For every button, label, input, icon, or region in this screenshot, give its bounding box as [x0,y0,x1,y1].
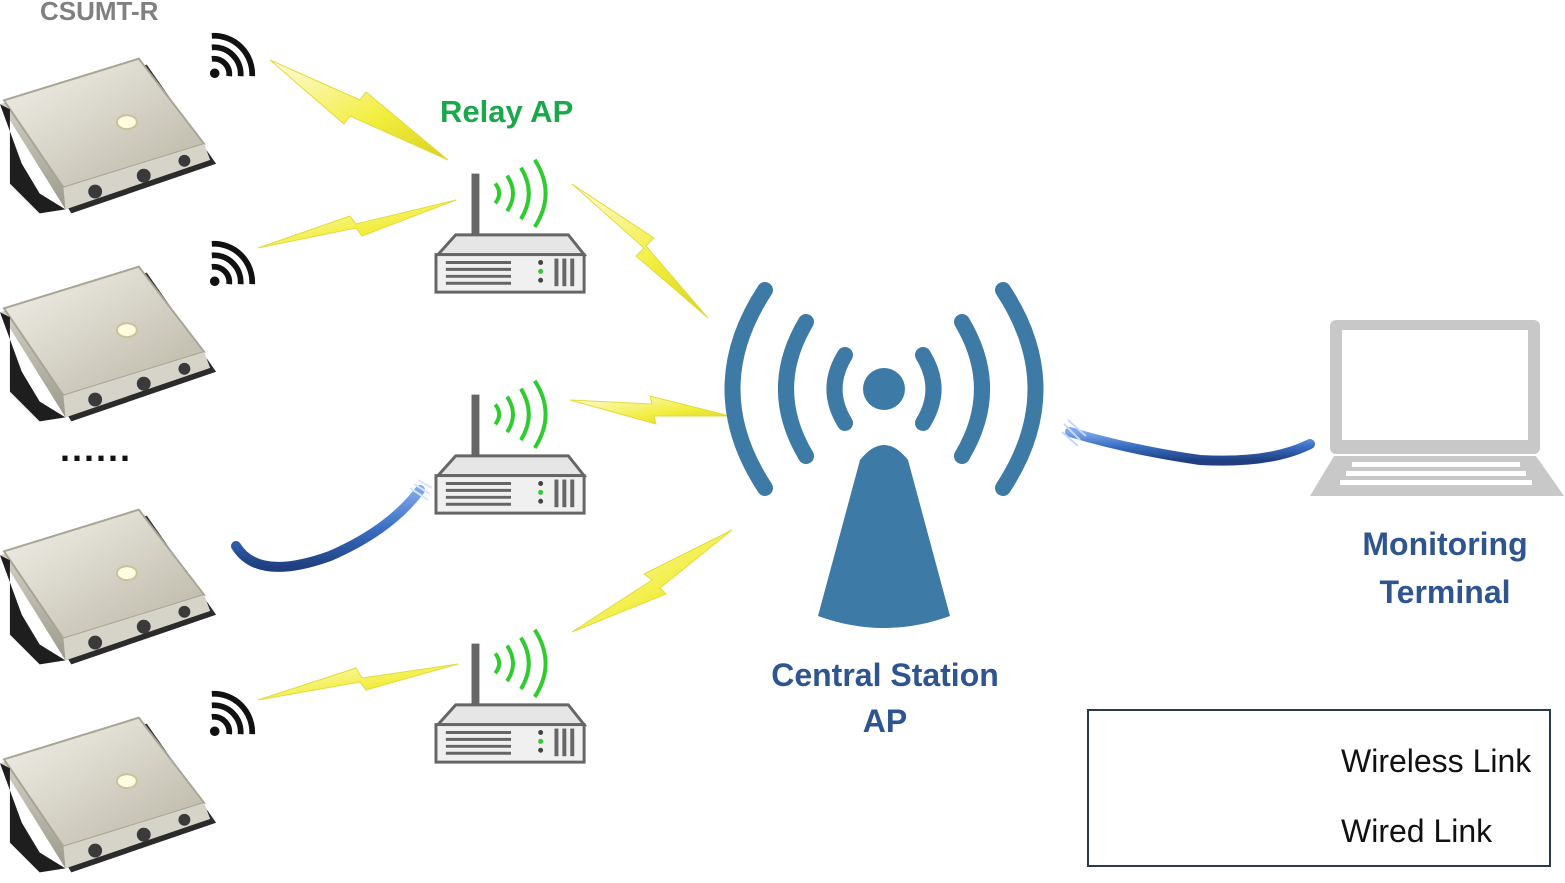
laptop-icon [1310,320,1564,496]
wifi-icon [210,244,252,286]
lightning-link-icon [571,529,733,633]
device-3 [0,508,218,666]
wired-links [231,419,1315,572]
central-station-label: Central Station AP [740,652,1030,744]
lightning-link-icon [257,199,457,249]
monitoring-terminal-label: Monitoring Terminal [1330,520,1560,616]
lightning-link-icon [269,59,449,161]
cable-icon [231,485,425,572]
central-station-label-line2: AP [862,703,908,739]
more-devices-ellipsis: ...... [60,428,133,469]
relay-router-1 [436,160,584,292]
lightning-link-icon [257,663,459,701]
lightning-link-icon [569,395,731,425]
device-2 [0,265,218,423]
relay-router-3 [436,630,584,762]
relay-router-2 [436,381,584,513]
device-4 [0,716,218,874]
wifi-icon [210,36,252,78]
antenna-tower-icon [724,282,1044,628]
relay-ap-label: Relay AP [440,94,574,129]
legend: Wireless Link Wired Link [1087,709,1551,867]
legend-wired-label: Wired Link [1341,813,1493,849]
monitoring-terminal-label-line2: Terminal [1379,574,1511,610]
monitoring-terminal-label-line1: Monitoring [1362,526,1528,562]
lightning-link-icon [571,183,709,319]
legend-wireless-label: Wireless Link [1341,743,1532,779]
device-label: CSUMT-R [40,0,159,26]
cable-icon [1065,427,1315,466]
wireless-links [257,59,733,701]
wifi-icon [210,694,252,736]
device-1 [0,57,218,215]
central-station-label-line1: Central Station [771,657,999,693]
